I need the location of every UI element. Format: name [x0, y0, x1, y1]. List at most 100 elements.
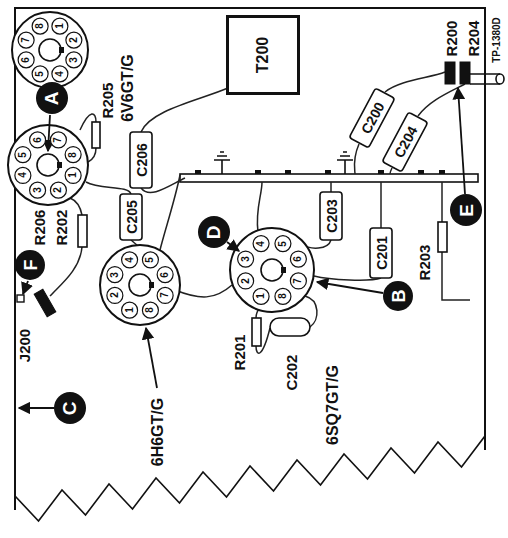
tube-type: 6SQ7GT/G — [325, 364, 341, 446]
wire — [141, 88, 228, 132]
socket-pin — [142, 252, 158, 268]
pin-number: 2 — [69, 37, 79, 43]
tube-socket — [129, 274, 151, 296]
socket-pin — [66, 52, 82, 68]
pin-number: 4 — [124, 257, 134, 263]
pin-number: 6 — [160, 272, 170, 278]
pin-number: 6 — [32, 137, 42, 143]
callout-letter: B — [383, 281, 413, 311]
pin-number: 3 — [32, 187, 42, 193]
control-symbol — [445, 62, 470, 84]
pin-number: 4 — [256, 241, 266, 247]
capacitor-body — [320, 192, 342, 240]
pin-number: 7 — [293, 278, 303, 284]
control-symbol — [445, 62, 455, 84]
resistor-symbol — [438, 222, 447, 252]
capacitor-body — [370, 228, 392, 278]
part-label: R203 — [417, 243, 432, 281]
resistor-symbol — [78, 122, 447, 346]
wire — [354, 144, 359, 174]
pin-number: 7 — [160, 293, 170, 299]
capacitor-body — [270, 318, 310, 336]
socket-pin — [50, 132, 66, 148]
pin-number: 5 — [278, 241, 288, 247]
wire — [160, 175, 180, 250]
tube-socket — [57, 162, 62, 168]
tube-socket — [230, 228, 314, 312]
callout-letter: E — [450, 194, 482, 226]
tube-socket — [100, 245, 180, 325]
part-label: C206 — [134, 142, 148, 177]
capacitor-body — [382, 112, 428, 172]
pin-number: 3 — [110, 272, 120, 278]
ground-symbol — [214, 152, 353, 174]
pin-number: 5 — [145, 257, 155, 263]
socket-pin — [15, 147, 31, 163]
pin-number: 8 — [35, 23, 45, 29]
callout-letter-text: C — [60, 401, 79, 415]
control-symbol — [460, 62, 470, 84]
socket-pin — [18, 32, 34, 48]
wire — [385, 72, 445, 92]
pin-number: 3 — [240, 256, 250, 262]
leader-arrow — [317, 282, 383, 293]
socket-pin — [15, 167, 31, 183]
ground-symbol — [214, 152, 230, 174]
socket-pin — [157, 287, 173, 303]
capacitor-body — [120, 88, 428, 336]
callout-letter-text: D — [204, 225, 223, 239]
wire — [70, 198, 82, 215]
socket-pin — [275, 288, 291, 304]
socket-pin — [30, 132, 46, 148]
pin-number: 1 — [256, 294, 266, 300]
wire — [380, 182, 382, 228]
tube-socket — [261, 259, 283, 281]
callout-letter: F — [15, 250, 45, 280]
part-label: R204 — [466, 19, 481, 57]
socket-pin — [122, 252, 138, 268]
shielded-cable — [496, 74, 504, 84]
terminal-strip — [285, 170, 291, 174]
socket-pin — [32, 66, 48, 82]
pin-number: 1 — [55, 23, 65, 29]
break-line — [15, 436, 485, 521]
wire — [86, 182, 131, 194]
socket-pin — [253, 236, 269, 252]
terminal-strip — [180, 170, 478, 182]
pin-number: 5 — [35, 71, 45, 77]
pin-number: 1 — [124, 307, 134, 313]
socket-pin — [238, 251, 254, 267]
part-label: R202 — [54, 208, 69, 246]
capacitor-body — [349, 88, 395, 148]
drawing-number: TP-1380D — [492, 16, 502, 64]
socket-pin — [290, 251, 306, 267]
shielded-cable — [470, 74, 504, 84]
socket-pin — [50, 182, 66, 198]
pin-number: 3 — [69, 57, 79, 63]
leader-arrow — [48, 115, 50, 151]
tube-type: 6V6GT/G — [120, 53, 136, 123]
leader-arrow — [23, 281, 28, 294]
terminal-strip — [180, 174, 478, 182]
pin-number: 8 — [278, 294, 288, 300]
jack-symbol — [17, 295, 24, 302]
pin-number: 7 — [53, 137, 63, 143]
wire — [50, 72, 470, 353]
break-line — [15, 436, 485, 521]
pin-number: 1 — [68, 173, 78, 179]
pin-number: 4 — [18, 173, 28, 179]
callout-letter-text: E — [457, 204, 476, 217]
capacitor-body — [130, 132, 152, 188]
pin-number: 7 — [21, 37, 31, 43]
socket-pin — [122, 302, 138, 318]
part-label: R201 — [232, 333, 247, 371]
wire — [441, 182, 443, 222]
socket-pin — [275, 236, 291, 252]
callout-letter: C — [54, 392, 86, 424]
socket-pin — [52, 18, 68, 34]
part-label: J200 — [17, 327, 32, 362]
tube-socket — [149, 282, 154, 288]
pin-number: 4 — [55, 71, 65, 77]
part-label: R200 — [444, 19, 459, 57]
